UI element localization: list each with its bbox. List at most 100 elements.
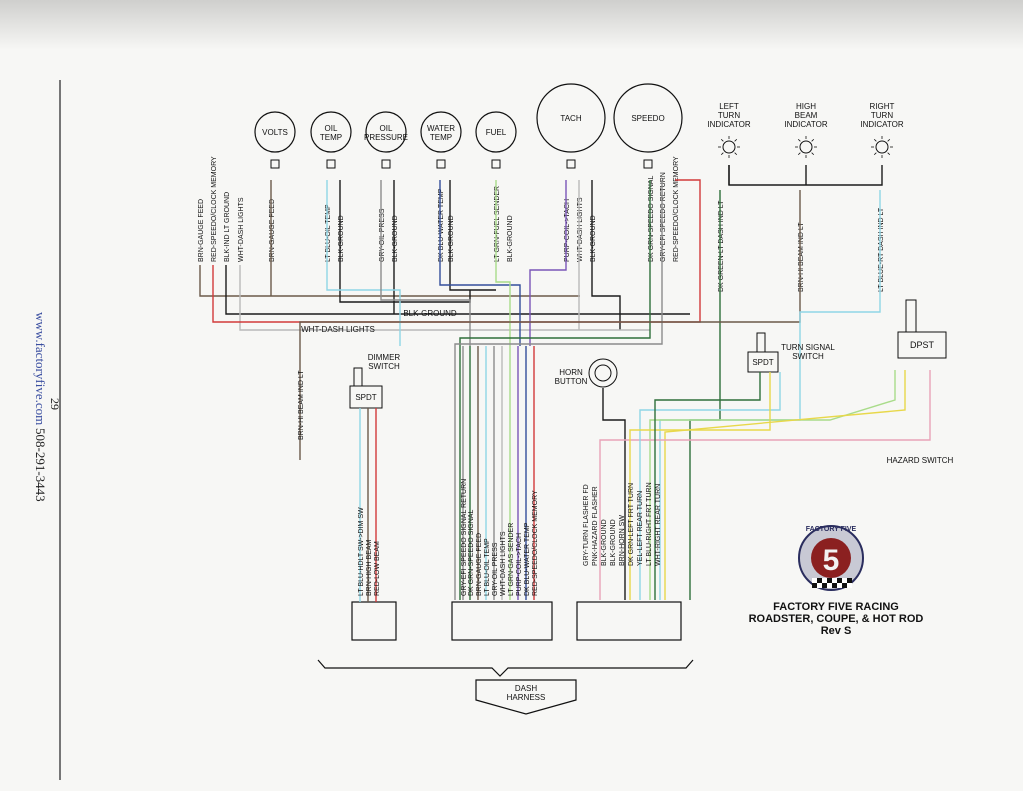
top-wire-label: WHT-DASH LIGHTS bbox=[577, 197, 584, 262]
logo-checker bbox=[837, 578, 842, 583]
switch-connector bbox=[576, 601, 682, 641]
top-wire-label: RED-SPEEDO/CLOCK MEMORY bbox=[673, 156, 680, 262]
right-turn-indicator-label: INDICATOR bbox=[860, 120, 903, 129]
ltblu-rt-dash-ind bbox=[659, 190, 881, 600]
top-wire-label: BLK-IND LT GROUND bbox=[224, 192, 231, 262]
dimmer-switch-body bbox=[349, 385, 383, 409]
mid-connector-wire-label: WHT-DASH LIGHTS bbox=[500, 531, 507, 596]
page-number: 29 bbox=[48, 398, 62, 410]
left-turn-indicator-lamp bbox=[722, 140, 736, 154]
logo-checker bbox=[832, 578, 837, 583]
ltgrn-fuel-sender bbox=[495, 180, 511, 346]
mid-connector-wire-label: DK BLU-WATER TEMP bbox=[524, 522, 531, 596]
lamp-ray bbox=[734, 152, 738, 156]
top-wire-label: RED-SPEEDO/CLOCK MEMORY bbox=[211, 156, 218, 262]
water-temp-gauge-label: WATER bbox=[427, 124, 455, 133]
top-wire-label: DK GREEN-LT DASH IND LT bbox=[718, 200, 725, 292]
blk-ground-oil bbox=[339, 180, 471, 303]
right-connector-wire-label: BLK-GROUND bbox=[610, 519, 617, 566]
logo-checker bbox=[822, 583, 827, 588]
mid-connector-wire-label: PURP-COIL->TACH bbox=[516, 533, 523, 596]
speedo-connector bbox=[643, 159, 653, 169]
turn-wire-yel bbox=[629, 372, 771, 600]
turn-signal-title: TURN SIGNAL bbox=[781, 343, 835, 352]
horn-button-label: HORN bbox=[559, 368, 583, 377]
high-beam-indicator-label: HIGH bbox=[796, 102, 816, 111]
title-block-line: ROADSTER, COUPE, & HOT ROD bbox=[749, 613, 924, 625]
tach-gauge-label: TACH bbox=[560, 114, 581, 123]
right-turn-indicator-label: TURN bbox=[871, 111, 893, 120]
oil-pressure-connector bbox=[381, 159, 391, 169]
lamp-ray bbox=[720, 138, 724, 142]
dimmer-switch-title: SWITCH bbox=[368, 362, 400, 371]
lamp-ray bbox=[797, 138, 801, 142]
left-turn-indicator-label: INDICATOR bbox=[707, 120, 750, 129]
title-block-line: FACTORY FIVE RACING bbox=[773, 601, 899, 613]
right-connector-wire-label: DK GRN-LEFT FRT TURN bbox=[628, 483, 635, 566]
horn-wire bbox=[602, 388, 626, 600]
oil-temp-connector bbox=[326, 159, 336, 169]
lamp-ray bbox=[720, 152, 724, 156]
gry-efi-return bbox=[454, 180, 663, 600]
logo-checker bbox=[842, 578, 847, 583]
dkgrn-lt-dash-ind bbox=[689, 190, 721, 600]
title-block-line: Rev S bbox=[821, 625, 852, 637]
right-connector-wire-label: YEL-LEFT REAR TURN bbox=[637, 491, 644, 566]
logo-checker bbox=[827, 583, 832, 588]
water-temp-connector bbox=[436, 159, 446, 169]
right-turn-indicator-lamp bbox=[875, 140, 889, 154]
top-wire-label: BRN-GAUGE FEED bbox=[198, 199, 205, 262]
dkblu-water-temp bbox=[439, 180, 521, 346]
turn-wire-grn bbox=[654, 372, 761, 600]
blk-ground-bus bbox=[225, 265, 690, 315]
top-wire-label: GRY-EFI SPEEDO RETURN bbox=[660, 172, 667, 262]
oil-temp-gauge-label: OIL bbox=[325, 124, 338, 133]
top-wire-label: BLK-GROUND bbox=[507, 215, 514, 262]
brn-gauge-feed-bus bbox=[199, 265, 580, 297]
high-beam-indicator-lamp bbox=[799, 140, 813, 154]
right-connector-wire-label: WHT-RIGHT REAR TURN bbox=[655, 484, 662, 566]
mid-connector-wire-label: BRN-GAUGE FEED bbox=[476, 533, 483, 596]
left-connector-wire-label: RED-LOW BEAM bbox=[374, 541, 381, 596]
volts-connector bbox=[270, 159, 280, 169]
horn-button-label: BUTTON bbox=[555, 377, 588, 386]
mid-connector-wire-label: RED-SPEEDO/CLOCK MEMORY bbox=[532, 490, 539, 596]
hazard-toggle bbox=[905, 299, 917, 333]
top-wire-label: BLK-GROUND bbox=[392, 215, 399, 262]
mid-connector-wire-label: GRY-OIL PRESS bbox=[492, 542, 499, 596]
tach-gauge bbox=[536, 83, 606, 153]
oil-pressure-gauge-label: PRESSURE bbox=[364, 133, 408, 142]
logo-text: FACTORY FIVE bbox=[806, 526, 857, 533]
high-beam-indicator-label: BEAM bbox=[795, 111, 818, 120]
horn-button-inner bbox=[594, 364, 612, 382]
right-turn-indicator-label: RIGHT bbox=[870, 102, 895, 111]
lamp-ray bbox=[811, 152, 815, 156]
left-turn-indicator-label: LEFT bbox=[719, 102, 739, 111]
lamp-ray bbox=[887, 152, 891, 156]
wht-dash-lights-bus bbox=[239, 265, 650, 331]
water-temp-gauge-label: TEMP bbox=[430, 133, 452, 142]
mid-connector-wire-label: GRY-EFI SPEEDO SIGNAL RETURN bbox=[461, 479, 468, 596]
hazard-wire-yel bbox=[664, 370, 906, 600]
logo-digit: 5 bbox=[823, 544, 840, 577]
logo-checker bbox=[832, 583, 837, 588]
lamp-ray bbox=[811, 138, 815, 142]
right-connector-wire-label: GRY-TURN FLASHER FD bbox=[583, 484, 590, 566]
ltblu-oil-temp bbox=[326, 180, 401, 346]
top-wire-label: DK BLU-WATER TEMP bbox=[438, 188, 445, 262]
lamp-ray bbox=[734, 138, 738, 142]
harness-label: DASH bbox=[515, 684, 537, 693]
top-wire-label: LT BLU-OIL TEMP bbox=[325, 204, 332, 262]
turn-signal-title: SWITCH bbox=[792, 352, 824, 361]
right-connector-wire-label: LT BLU-RIGHT FRT TURN bbox=[646, 482, 653, 566]
volts-gauge-label: VOLTS bbox=[262, 128, 288, 137]
dimmer-switch-type: SPDT bbox=[355, 393, 376, 402]
volts-gauge bbox=[254, 111, 296, 153]
dimmer-toggle bbox=[353, 367, 363, 387]
fuel-gauge bbox=[475, 111, 517, 153]
hazard-wire-pnk bbox=[599, 370, 931, 600]
right-connector-wire-label: PNK-HAZARD FLASHER bbox=[592, 486, 599, 566]
left-connector-wire-label: LT BLU-HDLT SW->DIM SW bbox=[358, 507, 365, 596]
top-wire-label: BLK-GROUND bbox=[338, 215, 345, 262]
